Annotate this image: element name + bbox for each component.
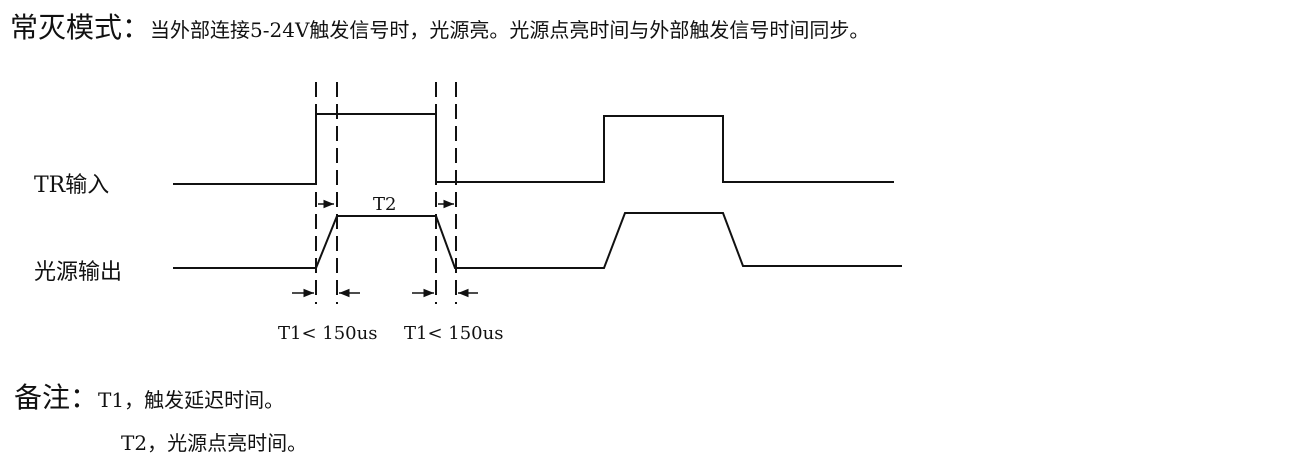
tr-input-waveform [173,113,894,185]
notes-heading: 备注： [14,381,99,414]
notes: 备注：T1，触发延迟时间。 [14,376,284,416]
mode-description: 当外部连接5-24V触发信号时，光源亮。光源点亮时间与外部触发信号时间同步。 [150,18,870,42]
note-t1: T1，触发延迟时间。 [98,388,285,412]
light-output-label: 光源输出 [34,260,122,285]
mode-heading: 常灭模式： [10,11,151,44]
light-output-waveform [173,212,902,269]
t2-label: T2 [373,194,396,215]
tr-input-label: TR输入 [34,173,109,198]
dashed-guides [315,82,457,304]
note-t2: T2，光源点亮时间。 [121,431,308,455]
t1-label-first: T1< 150us [278,323,377,344]
t1-label-second: T1< 150us [404,323,503,344]
mode-title: 常灭模式：当外部连接5-24V触发信号时，光源亮。光源点亮时间与外部触发信号时间… [10,6,869,46]
